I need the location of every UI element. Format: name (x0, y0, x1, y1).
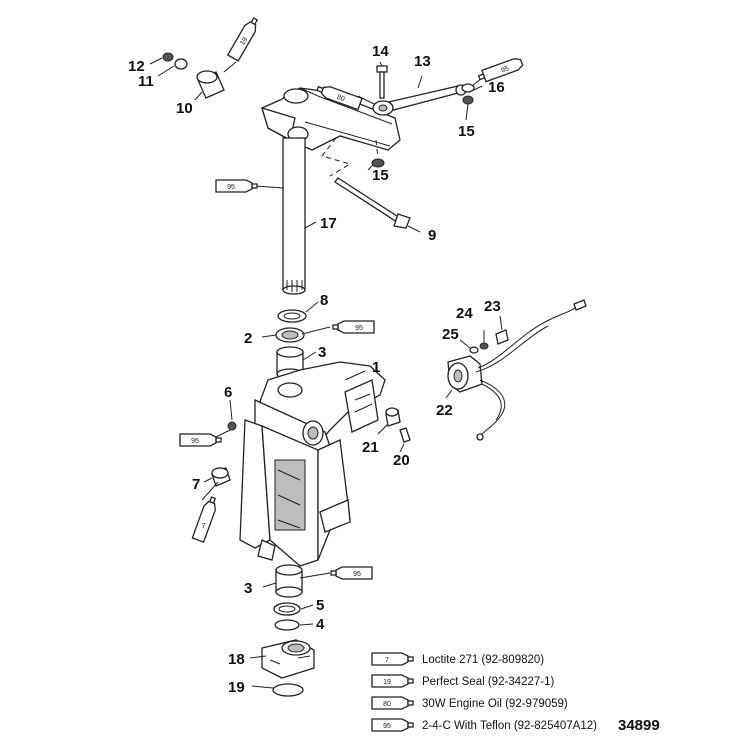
lower-yoke-18 (261, 639, 315, 679)
callout-3-lower: 3 (244, 580, 252, 597)
callout-13: 13 (414, 53, 431, 70)
steering-link-rod (372, 75, 467, 116)
callout-22: 22 (436, 402, 453, 419)
callout-24: 24 (456, 305, 473, 322)
tube-label: 7 (202, 523, 206, 530)
legend-code: 80 (383, 701, 391, 708)
bushing-3-lower (275, 564, 303, 598)
washer-11 (174, 58, 188, 70)
callout-20: 20 (393, 452, 410, 469)
callout-15-center: 15 (372, 167, 389, 184)
callout-11: 11 (138, 73, 154, 90)
nut-15-under-arm (371, 158, 385, 168)
sealant-tube-19-top: 19 (226, 17, 259, 62)
bolt-14 (376, 65, 388, 99)
legend-code: 19 (383, 679, 391, 686)
callout-14: 14 (372, 43, 389, 60)
tube-label: 95 (353, 571, 361, 578)
swivel-bracket-1 (239, 361, 386, 567)
screw-23-washers-24-25 (469, 329, 509, 354)
grease-fitting-6 (227, 421, 237, 431)
washer-5 (273, 602, 301, 616)
callout-9: 9 (428, 227, 436, 244)
tube-label: 95 (500, 65, 510, 74)
legend-code: 95 (383, 723, 391, 730)
callout-8: 8 (320, 292, 328, 309)
long-bolt-9 (334, 177, 411, 229)
callout-4: 4 (316, 616, 325, 633)
callout-5: 5 (316, 597, 324, 614)
callout-21: 21 (362, 439, 379, 456)
sealant-legend: 7 Loctite 271 (92-809820) 19 Perfect Sea… (371, 652, 597, 732)
callout-15-right: 15 (458, 123, 475, 140)
steering-arm-assembly (261, 87, 401, 177)
sealant-tube-95-mid-left: 95 (215, 179, 258, 193)
trim-sender-22 (447, 299, 587, 441)
sealant-tube-80: 80 (316, 85, 363, 111)
nut-12 (162, 52, 174, 62)
legend-row-95: 95 2-4-C With Teflon (92-825407A12) (371, 718, 597, 732)
washer-4 (274, 619, 300, 631)
tube-label: 95 (355, 325, 363, 332)
callout-18: 18 (228, 651, 245, 668)
callout-19: 19 (228, 679, 245, 696)
bushing-7 (211, 467, 231, 487)
sealant-tube-95-bearing: 95 (332, 320, 375, 334)
steering-tube-17 (282, 137, 306, 295)
tube-label: 95 (227, 184, 235, 191)
sealant-tube-95-lower: 95 (330, 566, 373, 580)
callout-25: 25 (442, 326, 459, 343)
callout-numbers: 1 2 3 3 4 5 6 7 8 9 10 11 12 13 14 15 15… (128, 43, 505, 696)
callout-3-upper: 3 (318, 344, 326, 361)
legend-label: 2-4-C With Teflon (92-825407A12) (422, 720, 597, 732)
tube-label: 95 (191, 438, 199, 445)
tube-label: 80 (336, 94, 346, 103)
snap-ring-19 (272, 683, 304, 697)
legend-label: Loctite 271 (92-809820) (422, 654, 544, 666)
callout-17: 17 (320, 215, 337, 232)
bushing-10 (196, 70, 225, 99)
callout-6: 6 (224, 384, 232, 401)
legend-row-7: 7 Loctite 271 (92-809820) (371, 652, 544, 666)
tube-label: 19 (239, 36, 249, 46)
callout-7: 7 (192, 476, 200, 493)
plug-21-screw-20 (385, 407, 411, 443)
callout-1: 1 (372, 359, 380, 376)
callout-2: 2 (244, 330, 252, 347)
sealant-tube-95-top-right: 95 (477, 58, 524, 83)
sealant-tube-95-left: 95 (179, 433, 222, 447)
sealant-tube-7: 7 (191, 496, 217, 543)
callout-23: 23 (484, 298, 501, 315)
washer-8 (277, 309, 307, 323)
callout-12: 12 (128, 58, 145, 75)
figure-number: 34899 (618, 717, 660, 734)
legend-label: Perfect Seal (92-34227-1) (422, 676, 554, 688)
legend-label: 30W Engine Oil (92-979059) (422, 698, 568, 710)
legend-row-80: 80 30W Engine Oil (92-979059) (371, 696, 568, 710)
callout-10: 10 (176, 100, 193, 117)
callout-16: 16 (488, 79, 505, 96)
bearing-2 (275, 327, 305, 343)
legend-row-19: 19 Perfect Seal (92-34227-1) (371, 674, 554, 688)
legend-code: 7 (385, 657, 389, 664)
